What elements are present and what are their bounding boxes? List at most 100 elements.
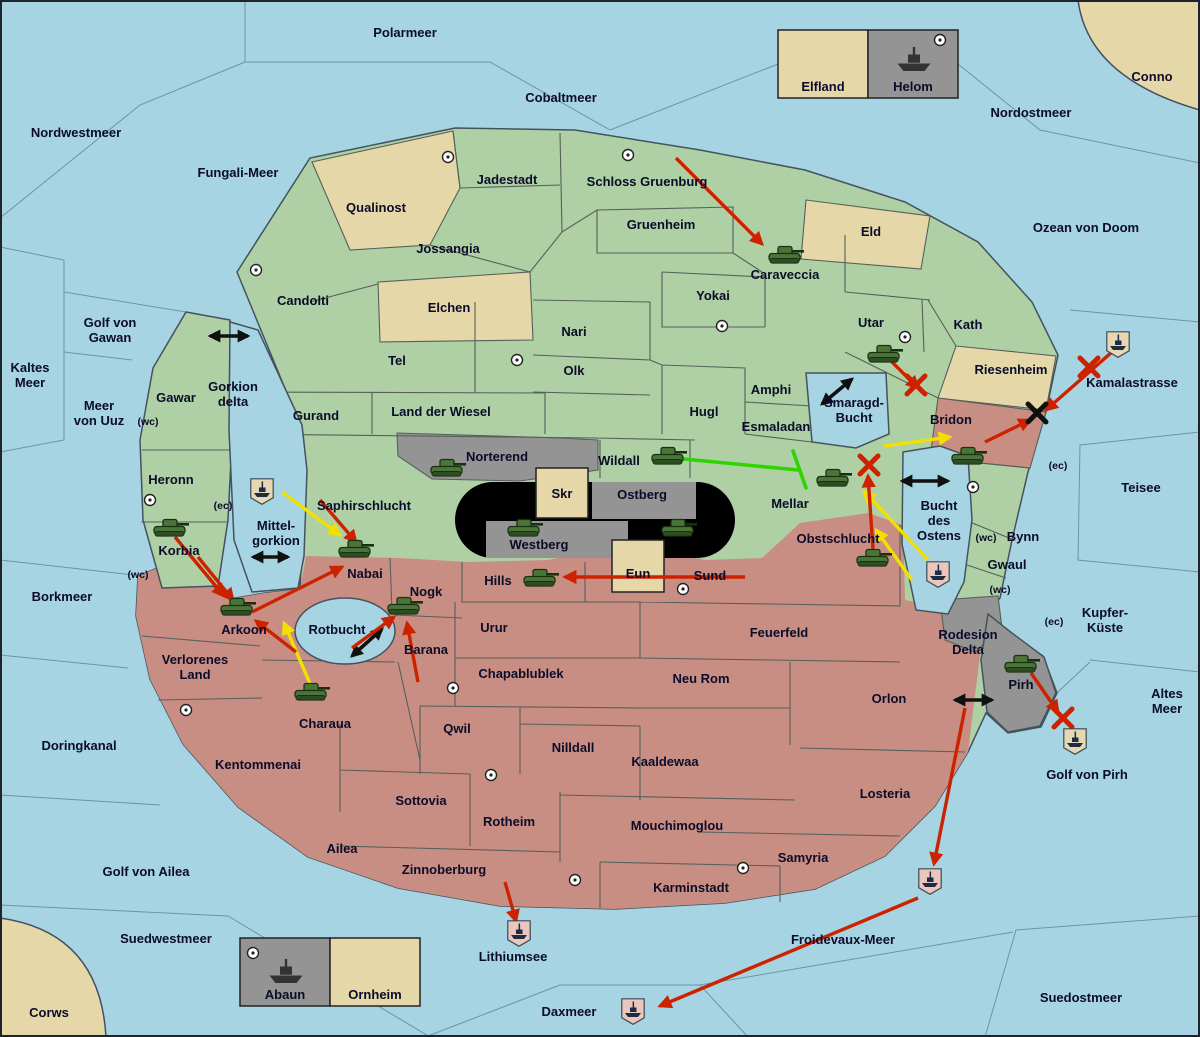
- region-label: Kaaldewaa: [631, 754, 699, 769]
- move-arrow: [350, 615, 397, 650]
- coast-tag: (wc): [128, 569, 149, 581]
- region-label: Obstschlucht: [796, 531, 880, 546]
- sea-label: des: [928, 513, 950, 528]
- region-label: Saphirschlucht: [317, 498, 412, 513]
- supply-center-dot: [626, 153, 630, 157]
- move-arrow: [196, 555, 235, 603]
- supply-center-dot: [251, 951, 255, 955]
- region-label: Heronn: [148, 472, 194, 487]
- region-label: Karminstadt: [653, 880, 730, 895]
- region-label: Nari: [561, 324, 586, 339]
- region-elchen: [377, 271, 534, 343]
- sea-label: Golf von Pirh: [1046, 767, 1128, 782]
- support-arrow: [883, 431, 953, 448]
- move-arrow: [253, 619, 298, 654]
- conflict-mark: [857, 453, 881, 477]
- sea-label: Nordostmeer: [991, 105, 1072, 120]
- region-label: Bridon: [930, 412, 972, 427]
- supply-center-dot: [938, 38, 942, 42]
- sea-label: Bucht: [921, 498, 959, 513]
- region-qualinost: [311, 130, 461, 251]
- region-label: Hugl: [690, 404, 719, 419]
- region-label: Gurand: [293, 408, 339, 423]
- region-label: Ailea: [326, 841, 358, 856]
- region-label: Kentommenai: [215, 757, 301, 772]
- coast-tag: (wc): [138, 416, 159, 428]
- supply-center-dot: [451, 686, 455, 690]
- region-label: Norterend: [466, 449, 528, 464]
- supply-center-dot: [573, 878, 577, 882]
- sea-label: Doringkanal: [41, 738, 116, 753]
- region-label: Land der Wiesel: [391, 404, 491, 419]
- sea-label: Suedwestmeer: [120, 931, 212, 946]
- region-label: Yokai: [696, 288, 730, 303]
- region-label: Land: [179, 667, 210, 682]
- region-label: Caraveccia: [751, 267, 820, 282]
- dynamic-layer: PolarmeerCobaltmeerNordostmeerConnoNordw…: [10, 25, 1183, 1025]
- sea-label: Altes: [1151, 686, 1183, 701]
- region-skr: [535, 467, 589, 519]
- sea-label: delta: [218, 394, 249, 409]
- coast-tag: (ec): [1045, 616, 1064, 628]
- region-label: Kath: [954, 317, 983, 332]
- supply-center-dot: [741, 866, 745, 870]
- region-label: Korbia: [158, 543, 200, 558]
- supply-center-dot: [681, 587, 685, 591]
- region-eun: [611, 539, 665, 593]
- sea-label: Conno: [1131, 69, 1172, 84]
- sea-label: Cobaltmeer: [525, 90, 597, 105]
- sea-label: von Uuz: [74, 413, 125, 428]
- supply-center-dot: [184, 708, 188, 712]
- conflict-mark: [904, 373, 928, 397]
- region-label: Qualinost: [346, 200, 407, 215]
- coast-tag: (ec): [214, 500, 233, 512]
- conflict-mark: [1051, 706, 1075, 730]
- region-label: Wildall: [598, 453, 640, 468]
- region-label: Samyria: [778, 850, 829, 865]
- region-label: Qwil: [443, 721, 470, 736]
- support-arrow: [280, 490, 343, 537]
- region-label: Feuerfeld: [750, 625, 809, 640]
- coast-tag: (ec): [1049, 460, 1068, 472]
- sea-label: gorkion: [252, 533, 300, 548]
- supply-center-dot: [148, 498, 152, 502]
- move-arrow: [1029, 672, 1060, 715]
- sea-label: Lithiumsee: [479, 949, 548, 964]
- region-label: Amphi: [751, 382, 791, 397]
- sea-label: Mittel-: [257, 518, 295, 533]
- sea-label: Daxmeer: [542, 1004, 597, 1019]
- strait-arrow: [350, 627, 384, 658]
- sea-label: Rodesion: [938, 627, 997, 642]
- supply-center-dot: [489, 773, 493, 777]
- coast-tag: (wc): [976, 532, 997, 544]
- region-label: Eun: [626, 566, 651, 581]
- region-label: Barana: [404, 642, 449, 657]
- region-label: Utar: [858, 315, 884, 330]
- sea-label: Smaragd-: [824, 395, 884, 410]
- region-label: Sund: [694, 568, 727, 583]
- sea-label: Ozean von Doom: [1033, 220, 1139, 235]
- support-line: [682, 457, 800, 472]
- supply-center-dot: [903, 335, 907, 339]
- standoff-mark: [1025, 401, 1049, 425]
- region-ostberg: [592, 482, 696, 519]
- move-arrow: [657, 896, 919, 1009]
- sea-label: Teisee: [1121, 480, 1161, 495]
- bay-bucht-des-ostens: [901, 445, 973, 615]
- move-arrow: [173, 535, 226, 599]
- region-label: Nogk: [410, 584, 443, 599]
- region-label: Ostberg: [617, 487, 667, 502]
- region-label: Tel: [388, 353, 406, 368]
- move-arrow: [674, 156, 765, 247]
- legend-label-helom: Helom: [893, 79, 933, 94]
- sea-label: Meer: [15, 375, 45, 390]
- sea-label: Küste: [1087, 620, 1123, 635]
- region-label: Losteria: [860, 786, 911, 801]
- move-arrow: [503, 881, 520, 924]
- region-label: Eld: [861, 224, 881, 239]
- support-line: [791, 449, 808, 490]
- region-label: Pirh: [1008, 677, 1033, 692]
- region-label: Urur: [480, 620, 507, 635]
